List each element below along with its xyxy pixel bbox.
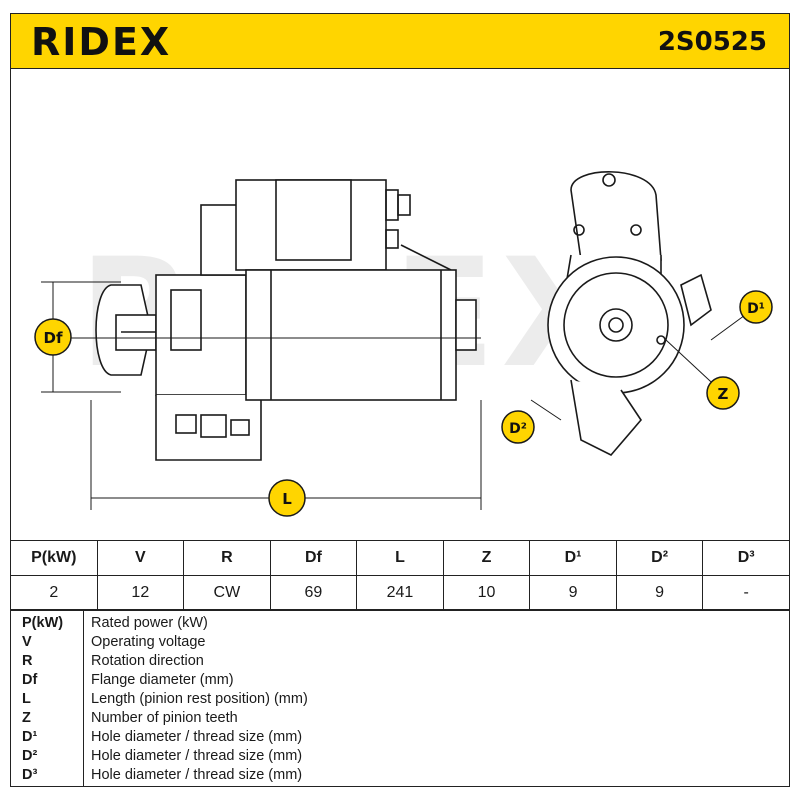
legend-text: Flange diameter (mm): [91, 672, 234, 688]
legend-row: V Operating voltage: [11, 633, 789, 651]
spec-value-cell: 2: [10, 575, 98, 611]
legend-text: Rotation direction: [91, 653, 204, 669]
legend-key: Df: [22, 672, 38, 688]
legend-box: P(kW) Rated power (kW) V Operating voltage…: [10, 609, 790, 787]
spec-header-cell: D³: [702, 540, 790, 576]
starter-front-view: [547, 171, 712, 456]
spec-value-cell: 69: [269, 575, 358, 611]
part-number: 2S0525: [657, 27, 767, 57]
spec-header-cell: V: [96, 540, 185, 576]
spec-header-row: P(kW) V R Df L Z D¹ D² D³: [10, 540, 790, 576]
spec-table: P(kW) V R Df L Z D¹ D² D³ 2 12 CW 69 241…: [10, 540, 790, 611]
legend-key: V: [22, 634, 32, 650]
legend-text: Hole diameter / thread size (mm): [91, 729, 303, 745]
legend-key: D³: [22, 767, 38, 783]
legend-text: Number of pinion teeth: [91, 710, 238, 726]
spec-value-row: 2 12 CW 69 241 10 9 9 -: [10, 575, 790, 611]
technical-drawing: RIDEX: [34, 171, 773, 517]
legend-divider: [83, 610, 84, 786]
spec-header-cell: R: [183, 540, 271, 576]
label-df: Df: [44, 329, 63, 347]
legend-text: Rated power (kW): [91, 615, 208, 631]
legend-key: R: [22, 653, 33, 669]
spec-value-cell: 12: [96, 575, 185, 611]
spec-header-cell: D²: [615, 540, 704, 576]
legend-row: P(kW) Rated power (kW): [11, 614, 789, 632]
legend-text: Hole diameter / thread size (mm): [91, 748, 303, 764]
legend-text: Operating voltage: [91, 634, 206, 650]
spec-header-cell: L: [356, 540, 444, 576]
spec-value-cell: CW: [183, 575, 271, 611]
label-z: Z: [718, 385, 729, 403]
legend-row: D² Hole diameter / thread size (mm): [11, 747, 789, 765]
spec-value-cell: -: [702, 575, 790, 611]
legend-key: D²: [22, 748, 38, 764]
spec-value-cell: 9: [615, 575, 704, 611]
spec-header-cell: Z: [442, 540, 531, 576]
brand-logo: RIDEX: [31, 20, 172, 64]
spec-header-cell: D¹: [529, 540, 617, 576]
legend-row: R Rotation direction: [11, 652, 789, 670]
legend-key: Z: [22, 710, 31, 726]
legend-row: D³ Hole diameter / thread size (mm): [11, 766, 789, 784]
legend-row: D¹ Hole diameter / thread size (mm): [11, 728, 789, 746]
badge-df: [34, 318, 72, 356]
starter-side-view: [71, 179, 481, 461]
legend-row: Z Number of pinion teeth: [11, 709, 789, 727]
spec-value-cell: 241: [356, 575, 444, 611]
legend-key: D¹: [22, 729, 38, 745]
legend-key: P(kW): [22, 615, 64, 631]
legend-text: Hole diameter / thread size (mm): [91, 767, 303, 783]
spec-value-cell: 10: [442, 575, 531, 611]
badge-l: [268, 479, 306, 517]
legend-row: Df Flange diameter (mm): [11, 671, 789, 689]
badge-z: [706, 376, 740, 410]
legend-row: L Length (pinion rest position) (mm): [11, 690, 789, 708]
label-l: L: [282, 490, 292, 508]
label-d2: D²: [509, 421, 527, 437]
badge-d2: [501, 410, 535, 444]
header-bar: RIDEX 2S0525: [10, 13, 790, 69]
badge-d1: [739, 290, 773, 324]
legend-key: L: [22, 691, 31, 707]
spec-header-cell: P(kW): [10, 540, 98, 576]
spec-value-cell: 9: [529, 575, 617, 611]
label-d1: D¹: [747, 301, 765, 317]
legend-text: Length (pinion rest position) (mm): [91, 691, 308, 707]
dimension-badges: Df L D¹ Z D²: [34, 290, 773, 517]
spec-header-cell: Df: [269, 540, 358, 576]
